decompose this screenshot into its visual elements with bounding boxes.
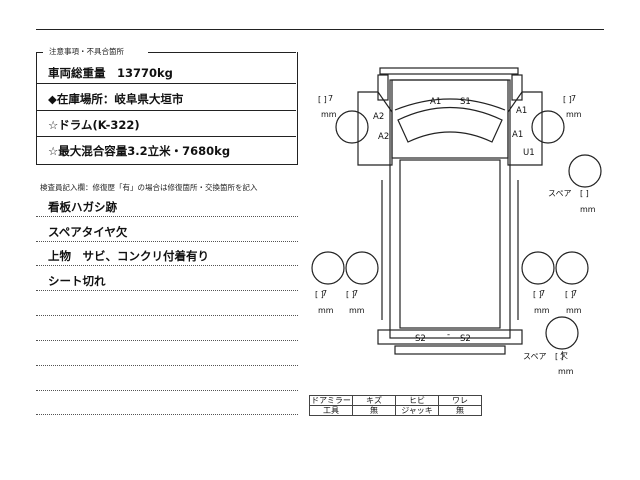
legend-cell: ドアミラー <box>309 395 353 406</box>
bracket-spare-bottom: [ ] <box>555 352 564 361</box>
remark-line-7 <box>36 365 298 366</box>
notes-frame-top-right <box>148 52 296 53</box>
legend-cell: ワレ <box>438 395 482 406</box>
info-line-2: ◆在庫場所：岐阜県大垣市 <box>48 92 184 106</box>
rear-tire-4 <box>555 251 589 285</box>
legend-row-1: ドアミラー キズ ヒビ ワレ <box>309 395 482 406</box>
cargo-inner <box>399 159 501 329</box>
bracket-spare-top: [ ] <box>580 189 589 198</box>
cab-top-arc <box>394 98 506 111</box>
remark-line-4 <box>36 290 298 291</box>
remark-3: 上物 サビ、コンクリ付着有り <box>48 249 209 263</box>
truck-diagram: A1 S1 A2 A2 A1 A1 U1 S2 - S2 [ ] 7 mm [ … <box>311 67 602 376</box>
legend-cell: 無 <box>352 405 396 416</box>
label-a1-right1: A1 <box>516 106 527 116</box>
depth-rear-4: 7 <box>572 289 577 298</box>
info-divider-2 <box>36 110 296 111</box>
info-line-3: ☆ドラム(K-322) <box>48 118 140 132</box>
rear-step <box>394 345 506 355</box>
spare-top-label: スペア <box>548 189 571 198</box>
unit-r4: mm <box>566 306 582 315</box>
info-divider-1 <box>36 83 296 84</box>
bracket-fl: [ ] <box>318 95 327 104</box>
info-line-1: 車両総重量 13770kg <box>48 66 173 80</box>
remark-line-3 <box>36 265 298 266</box>
cab-right-side <box>507 91 543 166</box>
label-a2-2: A2 <box>378 132 389 142</box>
mirror-left <box>377 74 389 101</box>
depth-rear-3: 7 <box>540 289 545 298</box>
notes-frame-top-left <box>36 52 43 53</box>
legend-cell: キズ <box>352 395 396 406</box>
notes-frame <box>36 52 298 165</box>
remark-4: シート切れ <box>48 274 106 288</box>
legend-cell: ヒビ <box>395 395 439 406</box>
depth-front-right: 7 <box>571 94 576 103</box>
spare-bottom-label: スペア <box>523 352 546 361</box>
bracket-r3: [ ] <box>533 290 542 299</box>
legend-cell: 無 <box>438 405 482 416</box>
unit-spare-bottom: mm <box>558 367 574 376</box>
label-s1: S1 <box>460 97 471 107</box>
label-a2-1: A2 <box>373 112 384 122</box>
cab-left-side <box>357 91 393 166</box>
depth-front-left: 7 <box>328 94 333 103</box>
rear-tire-3 <box>521 251 555 285</box>
unit-r2: mm <box>349 306 365 315</box>
bracket-r2: [ ] <box>346 290 355 299</box>
label-s2-right: S2 <box>460 334 471 344</box>
bracket-fr: [ ] <box>563 95 572 104</box>
rear-bumper <box>377 329 523 345</box>
inspector-header: 検査員記入欄：修復歴「有」の場合は修復箇所・交換箇所を記入 <box>40 183 258 192</box>
legend-cell: ジャッキ <box>395 405 439 416</box>
windshield <box>397 107 503 143</box>
label-dash: - <box>447 330 450 340</box>
spare-bottom-tire <box>545 316 579 350</box>
remark-line-6 <box>36 340 298 341</box>
unit-fl: mm <box>321 110 337 119</box>
remark-line-8 <box>36 390 298 391</box>
notes-header: 注意事項・不具合箇所 <box>47 46 126 57</box>
remark-line-1 <box>36 216 298 217</box>
unit-fr: mm <box>566 110 582 119</box>
rear-tire-2 <box>345 251 379 285</box>
info-divider-3 <box>36 136 296 137</box>
rear-tire-1 <box>311 251 345 285</box>
unit-spare-top: mm <box>580 205 596 214</box>
remark-line-5 <box>36 315 298 316</box>
label-s2-left: S2 <box>415 334 426 344</box>
front-left-tire <box>335 110 369 144</box>
bracket-r1: [ ] <box>315 290 324 299</box>
unit-r3: mm <box>534 306 550 315</box>
remark-2: スペアタイヤ欠 <box>48 225 128 239</box>
remark-1: 看板ハガシ跡 <box>48 200 117 214</box>
legend-row-2: 工具 無 ジャッキ 無 <box>309 405 482 416</box>
label-a1-right2: A1 <box>512 130 523 140</box>
legend-table: ドアミラー キズ ヒビ ワレ 工具 無 ジャッキ 無 <box>309 395 482 416</box>
front-bumper <box>379 67 519 75</box>
front-right-tire <box>531 110 565 144</box>
cab-roof <box>391 79 509 159</box>
unit-r1: mm <box>318 306 334 315</box>
depth-rear-2: 7 <box>353 289 358 298</box>
remark-line-9 <box>36 414 298 415</box>
label-u1: U1 <box>523 148 535 158</box>
top-rule <box>36 29 604 30</box>
legend-cell: 工具 <box>309 405 353 416</box>
bracket-r4: [ ] <box>565 290 574 299</box>
depth-spare-bottom: 欠 <box>560 350 568 360</box>
depth-rear-1: 7 <box>322 289 327 298</box>
label-a1-top: A1 <box>430 97 441 107</box>
spare-top-tire <box>568 154 602 188</box>
mirror-right <box>511 74 523 101</box>
remark-line-2 <box>36 241 298 242</box>
info-line-4: ☆最大混合容量3.2立米・7680kg <box>48 144 231 158</box>
body-frame <box>389 79 511 339</box>
